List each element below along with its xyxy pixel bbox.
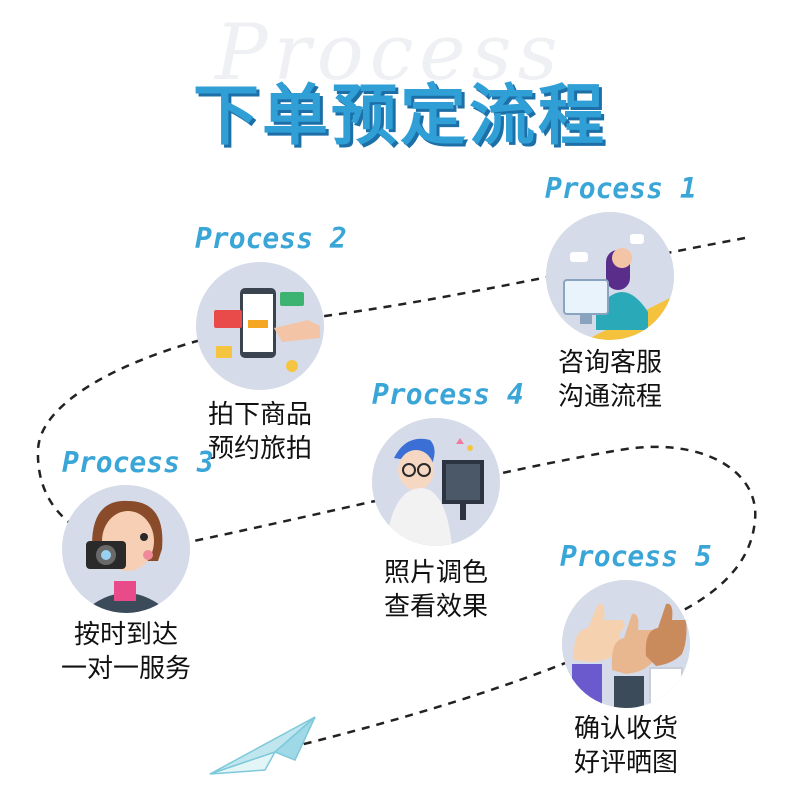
step-4-label: Process 4 xyxy=(372,378,524,411)
step-1-description: 咨询客服 沟通流程 xyxy=(540,346,680,414)
customer-service-icon xyxy=(546,212,674,340)
step-3-circle xyxy=(62,485,190,613)
step-2-line-1: 拍下商品 xyxy=(190,398,330,432)
step-2-label: Process 2 xyxy=(195,222,347,255)
step-2-circle xyxy=(196,262,324,390)
step-4-line-2: 查看效果 xyxy=(366,590,506,624)
step-1-label: Process 1 xyxy=(545,172,697,205)
step-5-label: Process 5 xyxy=(560,540,712,573)
step-5-description: 确认收货 好评晒图 xyxy=(556,712,696,780)
paper-plane-icon xyxy=(205,712,325,782)
step-1-line-1: 咨询客服 xyxy=(540,346,680,380)
mobile-payment-icon xyxy=(196,262,324,390)
thumbs-up-icon xyxy=(562,580,690,708)
step-5-line-1: 确认收货 xyxy=(556,712,696,746)
step-1-line-2: 沟通流程 xyxy=(540,380,680,414)
step-3-line-1: 按时到达 xyxy=(40,618,212,652)
step-3-description: 按时到达 一对一服务 xyxy=(40,618,212,686)
step-3-label: Process 3 xyxy=(62,446,214,479)
step-1-circle xyxy=(546,212,674,340)
step-4-description: 照片调色 查看效果 xyxy=(366,556,506,624)
step-5-line-2: 好评晒图 xyxy=(556,746,696,780)
photographer-icon xyxy=(62,485,190,613)
step-4-line-1: 照片调色 xyxy=(366,556,506,590)
step-4-circle xyxy=(372,418,500,546)
photo-editing-icon xyxy=(372,418,500,546)
step-3-line-2: 一对一服务 xyxy=(40,652,212,686)
step-5-circle xyxy=(562,580,690,708)
